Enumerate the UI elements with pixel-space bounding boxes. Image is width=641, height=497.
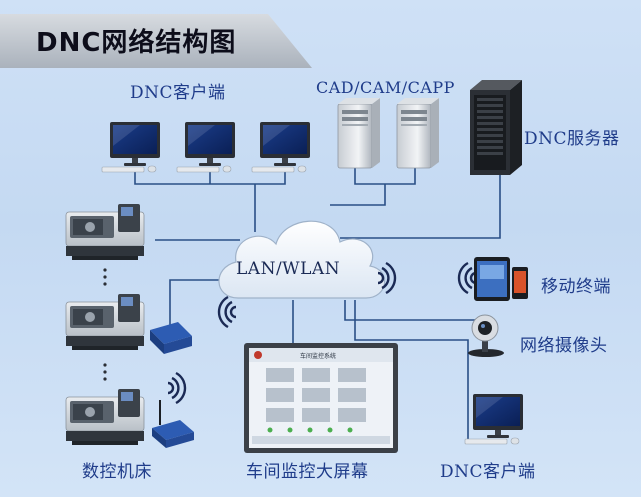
client-monitor-icon xyxy=(464,393,524,445)
label-workshop-screen: 车间监控大屏幕 xyxy=(246,462,369,482)
cnc-machine-icon xyxy=(65,388,145,446)
wifi-icon xyxy=(166,371,187,405)
page-title: DNC网络结构图 xyxy=(36,28,237,58)
cnc-machines xyxy=(65,203,145,446)
ellipsis-dots xyxy=(103,268,107,381)
label-cnc-machines: 数控机床 xyxy=(82,462,152,482)
connection-lines xyxy=(134,165,501,443)
label-network-camera: 网络摄像头 xyxy=(520,336,608,356)
server-rack-icon xyxy=(470,80,522,175)
wifi-icon xyxy=(457,261,478,295)
webcam-icon xyxy=(468,314,504,357)
workstation-tower-icon xyxy=(396,98,439,169)
title-banner: DNC网络结构图 xyxy=(0,14,312,68)
label-dnc-server: DNC服务器 xyxy=(524,129,620,149)
wireless-gateway-icon xyxy=(152,400,194,448)
title-banner-shape xyxy=(0,14,312,68)
cloud-icon xyxy=(218,220,386,299)
workstation-tower-icon xyxy=(337,98,380,169)
serial-gateway-icon xyxy=(150,322,192,354)
cnc-machine-icon xyxy=(65,293,145,351)
cad-workstations xyxy=(337,98,439,169)
label-dnc-clients-top: DNC客户端 xyxy=(130,83,226,103)
client-monitor-icon xyxy=(251,121,311,173)
client-monitor-icon xyxy=(101,121,161,173)
wifi-icon xyxy=(217,295,238,329)
screen-header-text: 车间监控系统 xyxy=(300,353,337,360)
tablet-icon xyxy=(474,257,510,301)
monitoring-screen-icon xyxy=(244,343,398,453)
label-cloud: LAN/WLAN xyxy=(236,259,341,279)
top-client-computers xyxy=(101,121,311,173)
cnc-machine-icon xyxy=(65,203,145,261)
client-monitor-icon xyxy=(176,121,236,173)
label-mobile-terminal: 移动终端 xyxy=(541,277,611,297)
label-dnc-client-bottom: DNC客户端 xyxy=(440,462,536,482)
phone-icon xyxy=(512,267,528,299)
label-cad-cam-capp: CAD/CAM/CAPP xyxy=(316,78,455,97)
